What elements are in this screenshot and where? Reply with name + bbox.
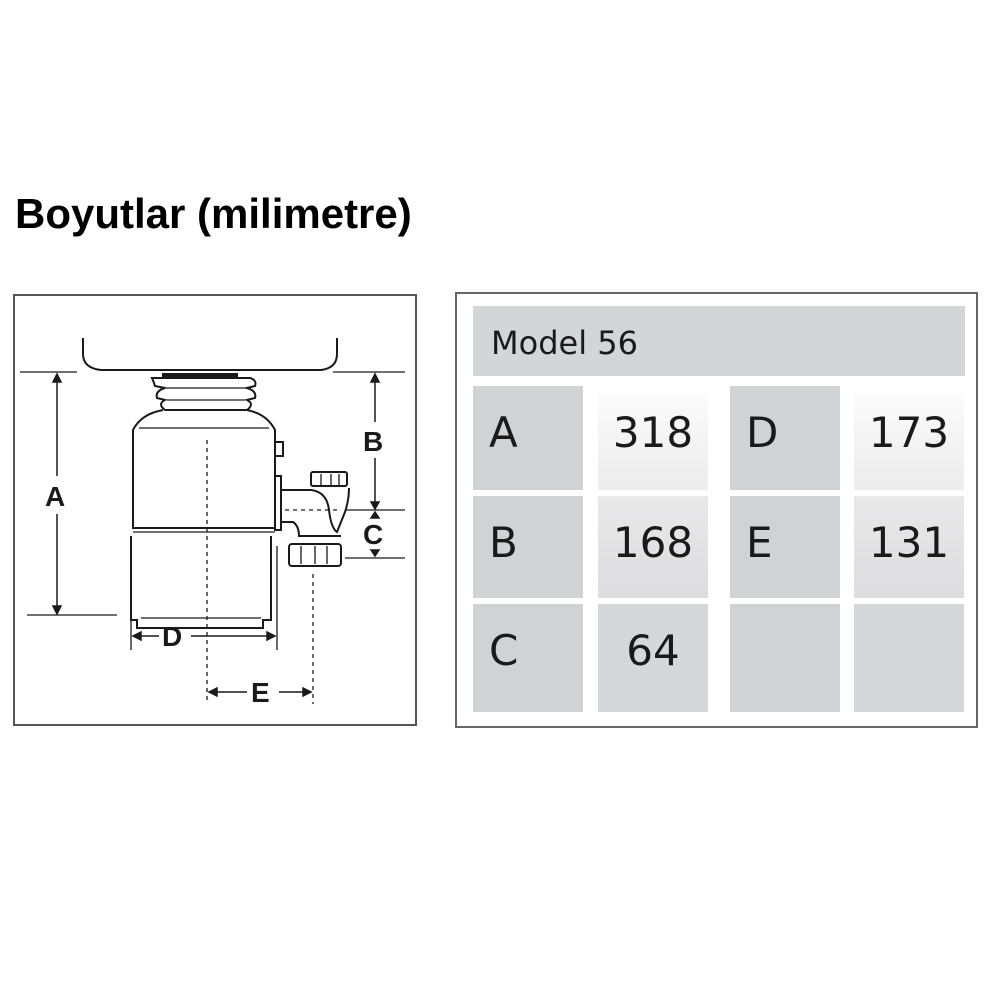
label-e: E bbox=[251, 677, 270, 708]
label-cell-b: B bbox=[473, 496, 583, 598]
label-cell-a: A bbox=[473, 386, 583, 490]
model-name: Model 56 bbox=[491, 324, 638, 362]
dimensions-table: Model 56 A 318 D 173 B 168 E 131 C 64 bbox=[455, 292, 978, 728]
dimension-diagram: A B C D E bbox=[13, 294, 417, 726]
label-c: C bbox=[363, 519, 383, 550]
disposer-drawing: A B C D E bbox=[20, 338, 405, 708]
value-cell-b: 168 bbox=[598, 496, 708, 598]
label-a: A bbox=[45, 481, 65, 512]
label-cell-d: D bbox=[730, 386, 840, 490]
value-cell-c: 64 bbox=[598, 604, 708, 712]
empty-value-cell bbox=[854, 604, 964, 712]
label-b: B bbox=[363, 426, 383, 457]
label-cell-c: C bbox=[473, 604, 583, 712]
value-cell-a: 318 bbox=[598, 394, 708, 490]
empty-label-cell bbox=[730, 604, 840, 712]
label-d: D bbox=[162, 621, 182, 652]
page-title: Boyutlar (milimetre) bbox=[15, 190, 412, 237]
model-header: Model 56 bbox=[473, 306, 965, 376]
label-cell-e: E bbox=[730, 496, 840, 598]
value-cell-e: 131 bbox=[854, 496, 964, 598]
value-cell-d: 173 bbox=[854, 394, 964, 490]
